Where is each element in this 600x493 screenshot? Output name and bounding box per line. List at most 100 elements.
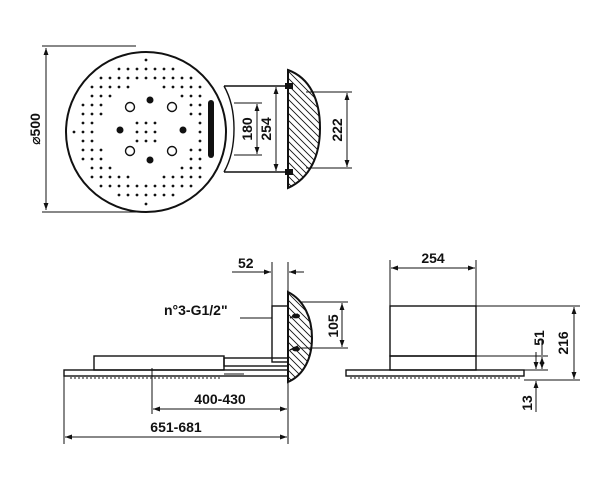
nozzle-dot [198, 157, 202, 161]
nozzle-dot [162, 193, 166, 197]
hatch-line [288, 110, 320, 150]
hatch-line [288, 187, 320, 188]
nozzle-dot [198, 121, 202, 125]
depth-dimension-label: 52 [238, 255, 254, 271]
nozzle-dot [171, 67, 175, 71]
nozzle-dot [81, 112, 85, 116]
nozzle-dot [99, 76, 103, 80]
nozzle-dot [180, 94, 184, 98]
nozzle-dot [108, 94, 112, 98]
hatch-line [286, 389, 316, 419]
nozzle-dot [90, 130, 94, 134]
hatch-line [288, 292, 312, 294]
nozzle-dot [180, 184, 184, 188]
bracket-screw [292, 313, 300, 319]
hatch-line [288, 70, 320, 73]
nozzle-dot [90, 112, 94, 116]
hatch-line [286, 6, 324, 44]
nozzle-dot [171, 193, 175, 197]
horizontal-arm [223, 357, 289, 367]
nozzle-dot [135, 76, 139, 80]
front-arm [389, 355, 477, 371]
hatch-line [288, 96, 320, 136]
nozzle-dot [198, 175, 202, 179]
nozzle-dot [99, 175, 103, 179]
nozzle-dot [81, 121, 85, 125]
bracket-pin [285, 169, 293, 175]
nozzle-dot [135, 121, 139, 125]
nozzle-dot [117, 193, 121, 197]
nozzle-dot [153, 193, 157, 197]
nozzle-dot [189, 175, 193, 179]
nozzle-dot [126, 193, 130, 197]
nozzle-dot [90, 157, 94, 161]
nozzle-dot [198, 85, 202, 89]
cascade-slot [208, 100, 214, 158]
outer-dimension-label: 254 [258, 117, 274, 141]
nozzle-dot [81, 157, 85, 161]
nozzle-dot [99, 94, 103, 98]
hatch-line [286, 242, 316, 272]
hatch-line [288, 367, 312, 382]
inner-dimension-label: 180 [239, 117, 255, 141]
nozzle-dot [153, 76, 157, 80]
nozzle-dot [117, 184, 121, 188]
nozzle-dot [135, 139, 139, 143]
nozzle-dot [90, 94, 94, 98]
reach-short-label: 400-430 [194, 391, 246, 407]
wall-section-side [286, 242, 316, 433]
total-dimension-label: 216 [555, 331, 571, 355]
nozzle-dot [108, 184, 112, 188]
jet-ring [124, 101, 136, 113]
shower-body [93, 355, 225, 371]
nozzle-dot [162, 175, 166, 179]
bracket-screw [292, 346, 300, 352]
nozzle-dot [99, 103, 103, 107]
nozzle-dot [189, 148, 193, 152]
plate-dimension-label: 13 [519, 395, 535, 411]
nozzle-dot [189, 112, 193, 116]
wall-bracket-outline [287, 68, 322, 190]
nozzle-dot [153, 184, 157, 188]
front-plate [345, 369, 525, 377]
nozzle-dot [144, 193, 148, 197]
nozzle-dot [198, 103, 202, 107]
jet-ring [166, 101, 178, 113]
nozzle-dot [153, 130, 157, 134]
nozzle-dot [126, 175, 130, 179]
jet-dot [146, 156, 154, 164]
hatch-line [288, 70, 320, 80]
hatch-line [286, 195, 324, 233]
diameter-label: ⌀500 [27, 113, 43, 145]
nozzle-dot [153, 139, 157, 143]
nozzle-dot [90, 85, 94, 89]
nozzle-dot [189, 103, 193, 107]
hatch-line [288, 159, 320, 188]
nozzle-dot [135, 184, 139, 188]
hatch-line [286, 403, 316, 433]
hatch-line [288, 173, 320, 188]
nozzle-dot [144, 121, 148, 125]
hatch-line [286, 20, 324, 58]
nozzle-dot [189, 94, 193, 98]
nozzle-dot [162, 67, 166, 71]
jet-ring [124, 145, 136, 157]
arm-junction [223, 85, 235, 173]
nozzle-dot [171, 76, 175, 80]
front-view: 254 51 216 13 [345, 250, 580, 412]
nozzle-dot [99, 112, 103, 116]
nozzle-dot [189, 76, 193, 80]
nozzle-dot [162, 76, 166, 80]
nozzle-dot [108, 175, 112, 179]
nozzle-dot [198, 112, 202, 116]
connection-callout: n°3-G1/2" [164, 302, 228, 318]
nozzle-dot [117, 85, 121, 89]
nozzle-dot [198, 130, 202, 134]
nozzle-dot [117, 76, 121, 80]
nozzle-dot [198, 148, 202, 152]
front-body [389, 305, 477, 357]
nozzle-dot [90, 103, 94, 107]
hatch-line [286, 13, 324, 51]
hatch-line [286, 256, 316, 286]
